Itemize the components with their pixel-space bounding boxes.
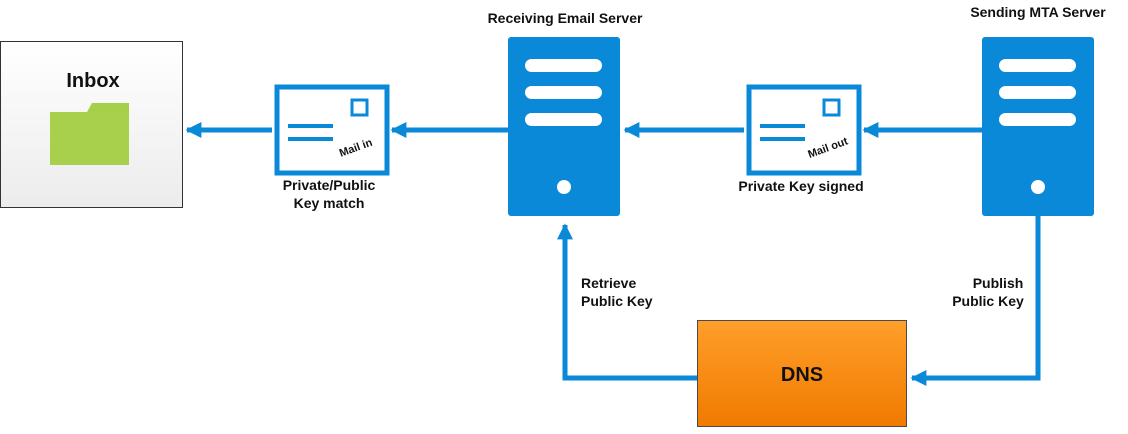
stamp-icon	[822, 98, 841, 117]
sending-server-icon	[982, 37, 1094, 216]
receiving-server-icon	[508, 37, 620, 216]
mail-out-envelope: Mail out	[746, 84, 862, 176]
dns-box: DNS	[697, 320, 907, 427]
sending-server-title: Sending MTA Server	[970, 4, 1106, 20]
arrow-retrieve-from-dns	[556, 223, 697, 381]
arrow-publish-to-dns	[910, 216, 1041, 387]
inbox-box: Inbox	[0, 41, 183, 208]
receiving-server-title: Receiving Email Server	[488, 10, 643, 26]
stamp-icon	[350, 98, 369, 117]
dns-label: DNS	[781, 364, 823, 386]
folder-icon	[50, 103, 129, 165]
publish-caption-2: Public Key	[952, 293, 1024, 309]
inbox-title: Inbox	[66, 70, 119, 92]
retrieve-caption-1: Retrieve	[581, 275, 636, 291]
mail-in-envelope: Mail in	[274, 84, 390, 176]
key-match-caption-1: Private/Public	[283, 177, 376, 193]
key-match-caption-2: Key match	[294, 195, 365, 211]
private-key-signed-caption: Private Key signed	[738, 178, 863, 194]
publish-caption-1: Publish	[973, 275, 1024, 291]
retrieve-caption-2: Public Key	[581, 293, 653, 309]
